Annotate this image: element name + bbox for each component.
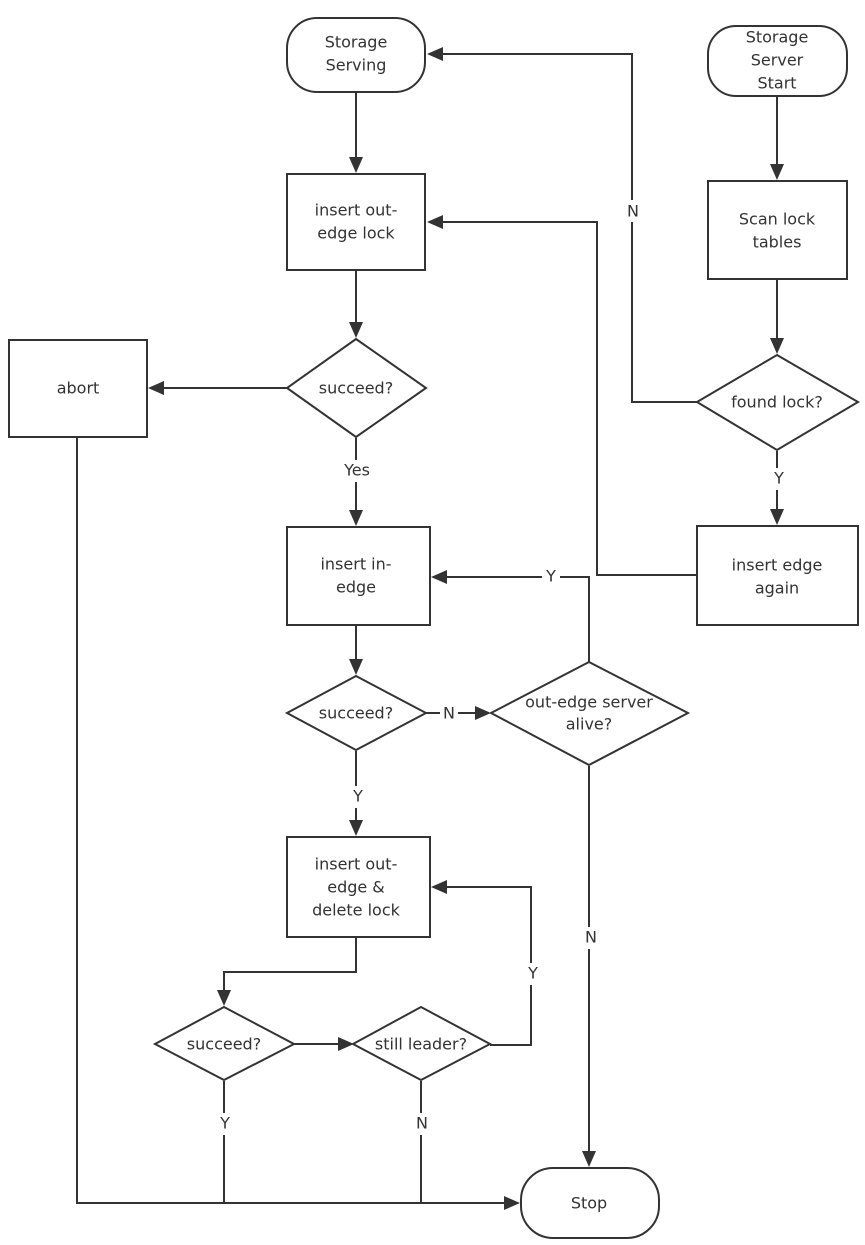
node-label: insert in-: [320, 555, 391, 574]
arrowhead: [431, 570, 447, 584]
arrowhead: [504, 1196, 520, 1210]
arrowhead: [349, 157, 363, 173]
node-stop[interactable]: Stop: [520, 1167, 660, 1239]
node-label: Scan lock: [739, 210, 816, 229]
arrowhead: [338, 1037, 354, 1051]
node-decision-found-lock[interactable]: found lock?: [695, 353, 860, 452]
node-label: insert out-: [315, 855, 398, 874]
node-insert-edge-again[interactable]: insert edge again: [696, 525, 859, 626]
edge-label-succeed3-yes: Y: [219, 1114, 230, 1133]
arrowhead: [475, 706, 491, 720]
node-label: insert edge: [732, 556, 823, 575]
node-label: edge: [336, 578, 376, 597]
edge-label-leader-no: N: [416, 1114, 428, 1133]
node-label: Server: [751, 51, 804, 70]
arrowhead: [148, 381, 164, 395]
node-decision-succeed-2[interactable]: succeed?: [284, 674, 429, 752]
node-label: edge lock: [317, 224, 395, 243]
node-label: delete lock: [312, 901, 401, 920]
edge-alive-yes-to-in-edge: [446, 576, 590, 662]
node-label: out-edge server: [525, 693, 653, 712]
edge-label-found-no: N: [627, 202, 639, 221]
edge-found-no-to-serving: [442, 53, 697, 403]
edge-abort-to-stop: [76, 437, 505, 1204]
edge-label-found-yes: Y: [773, 469, 784, 488]
arrowhead: [349, 510, 363, 526]
arrowhead: [349, 659, 363, 675]
edge-labels: N Yes Y Y N Y Y N Y N: [216, 200, 788, 1135]
edge-label-alive-no: N: [585, 928, 597, 947]
arrowhead: [770, 509, 784, 525]
arrowhead: [431, 880, 447, 894]
arrowhead: [582, 1151, 596, 1167]
node-label: Start: [757, 74, 796, 93]
node-storage-server-start[interactable]: Storage Server Start: [707, 25, 848, 97]
edge-label-alive-yes: Y: [545, 567, 556, 586]
edge-leader-yes-loop: [446, 886, 532, 1046]
arrowhead: [217, 990, 231, 1006]
node-label: edge &: [327, 878, 385, 897]
node-label: alive?: [566, 715, 613, 734]
node-label: again: [755, 579, 799, 598]
node-label: found lock?: [731, 393, 823, 412]
node-label: Storage: [325, 33, 388, 52]
node-label: insert out-: [315, 201, 398, 220]
node-insert-out-edge-lock[interactable]: insert out- edge lock: [286, 173, 426, 271]
node-insert-in-edge[interactable]: insert in- edge: [286, 526, 431, 626]
node-label: still leader?: [375, 1035, 467, 1054]
node-label: succeed?: [187, 1035, 261, 1054]
node-label: Serving: [326, 56, 387, 75]
arrowhead: [770, 164, 784, 180]
node-label: Storage: [746, 28, 809, 47]
edge-out-del-to-succeed3: [223, 938, 357, 992]
arrowhead: [427, 47, 443, 61]
node-decision-succeed-3[interactable]: succeed?: [152, 1005, 297, 1082]
node-decision-still-leader[interactable]: still leader?: [350, 1005, 493, 1082]
edge-label-succeed2-yes: Y: [352, 787, 363, 806]
node-decision-succeed-1[interactable]: succeed?: [285, 337, 428, 439]
edge-label-leader-yes: Y: [527, 964, 538, 983]
node-abort[interactable]: abort: [8, 339, 148, 438]
edge-label-succeed1-yes: Yes: [343, 461, 370, 480]
edge-label-succeed2-no: N: [443, 704, 455, 723]
node-decision-out-edge-alive[interactable]: out-edge server alive?: [488, 660, 691, 767]
arrowhead: [427, 215, 443, 229]
arrowheads: [148, 47, 784, 1210]
node-storage-serving[interactable]: Storage Serving: [286, 17, 426, 93]
arrowhead: [770, 338, 784, 354]
edge-again-to-out-lock: [442, 221, 697, 576]
node-label: succeed?: [319, 379, 393, 398]
arrowhead: [349, 820, 363, 836]
node-label: Stop: [571, 1194, 607, 1213]
node-insert-out-edge-delete-lock[interactable]: insert out- edge & delete lock: [286, 836, 431, 938]
node-label: succeed?: [319, 704, 393, 723]
node-label: tables: [753, 233, 802, 252]
node-label: abort: [57, 379, 100, 398]
nodes: Storage Serving Storage Server Start ins…: [8, 17, 860, 1239]
node-scan-lock-tables[interactable]: Scan lock tables: [707, 180, 848, 280]
arrowhead: [349, 322, 363, 338]
